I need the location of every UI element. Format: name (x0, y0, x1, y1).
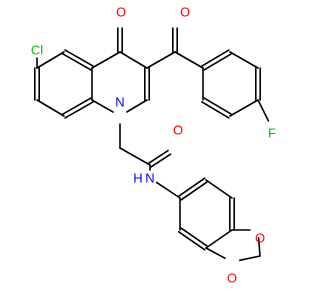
bond-c18-o3-b (147, 149, 169, 164)
bond-c5-c6 (36, 99, 65, 117)
quinoline-nitrogen-label: N (115, 95, 124, 110)
bond-c2-c3-a (64, 49, 94, 67)
bond-c19-c20-a (180, 181, 209, 201)
atom-labels: O O Cl F N O N H O O (31, 5, 276, 286)
chlorine-label: Cl (31, 43, 43, 58)
benzoyl-oxygen-label: O (180, 5, 190, 20)
bond-c15-c16-a (203, 97, 232, 115)
bond-n2-c19 (155, 181, 181, 199)
ketone-oxygen-label: O (116, 5, 126, 20)
amide-nitrogen-label: N (145, 171, 154, 186)
bond-c2-c7 (91, 51, 121, 69)
chemical-structure: O O Cl F N O N H O O (30, 4, 277, 286)
bond-c6-c1-a (64, 101, 94, 119)
bond-n1-c1 (91, 99, 114, 113)
bond-c15-c16-b (201, 101, 230, 119)
bond-c17-c18 (119, 147, 151, 166)
amide-oxygen-label: O (173, 123, 183, 138)
amide-hydrogen-label: H (133, 171, 142, 186)
bond-c20-c21 (205, 179, 233, 199)
bond-c14-c15 (229, 99, 259, 117)
bond-c10-c11 (174, 51, 204, 69)
bond-c19-c20-b (177, 177, 206, 197)
dioxole-oxygen-upper-label: O (255, 231, 265, 246)
bond-c23-c24-a (180, 227, 209, 247)
bond-c25-o5 (239, 255, 261, 262)
bond-c14-f (257, 99, 270, 122)
bond-c22-c23 (205, 229, 233, 249)
bond-lines (33, 27, 270, 262)
bond-c6-c1-b (62, 97, 92, 115)
bond-c11-c12-a (203, 53, 232, 71)
bond-c8-c10 (146, 51, 176, 69)
bond-c11-c12-b (201, 49, 230, 67)
bond-c3-c4 (36, 51, 65, 69)
bond-c12-c13 (229, 51, 259, 69)
bond-o5-c23 (205, 247, 226, 260)
bond-o4-c25 (257, 237, 261, 257)
bond-c9-n1 (126, 99, 148, 113)
bond-c7-c8 (119, 51, 148, 69)
bond-c2-c3-b (62, 53, 92, 71)
dioxole-oxygen-lower-label: O (227, 271, 237, 286)
fluorine-label: F (268, 126, 276, 141)
bond-c18-o3-a (150, 153, 172, 168)
bond-c23-c24-b (177, 231, 206, 251)
